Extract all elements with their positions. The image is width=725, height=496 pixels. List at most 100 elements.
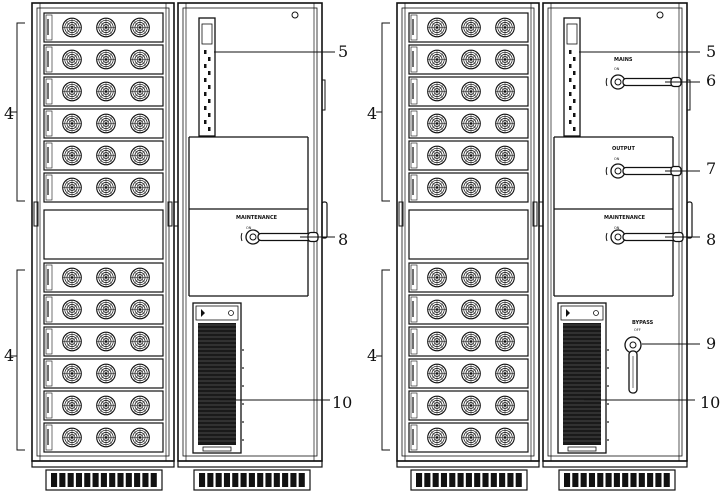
vent-slot <box>655 473 662 487</box>
vent-slot <box>597 473 604 487</box>
fan-icon <box>495 331 515 352</box>
vent-slot <box>465 473 472 487</box>
callout-10-left: 10 <box>332 393 352 412</box>
module-handle <box>45 46 53 73</box>
base-rail <box>31 460 175 468</box>
vent-slot <box>499 473 506 487</box>
fan-icon <box>130 427 150 448</box>
fan-icon <box>96 427 116 448</box>
maintenance-switch-icon <box>605 229 684 245</box>
power-module <box>408 140 529 171</box>
vent-slot <box>265 473 272 487</box>
vent-slot <box>432 473 439 487</box>
callout-5-right: 5 <box>706 42 716 61</box>
vent-slot <box>457 473 464 487</box>
module-handle <box>410 174 418 201</box>
module-group-bracket-lower <box>16 269 25 451</box>
fan-icon <box>130 331 150 352</box>
vent-slot <box>572 473 579 487</box>
power-module <box>43 140 164 171</box>
fan-icon <box>130 17 150 38</box>
fan-icon <box>495 113 515 134</box>
base-rail <box>177 460 323 468</box>
vent-slot <box>630 473 637 487</box>
module-handle <box>45 264 53 291</box>
module-handle <box>410 264 418 291</box>
vent-slot <box>515 473 522 487</box>
module-handle <box>45 78 53 105</box>
power-module <box>43 76 164 107</box>
vent-slot <box>240 473 247 487</box>
module-handle <box>45 360 53 387</box>
fan-icon <box>62 331 82 352</box>
power-module <box>408 390 529 421</box>
warning-icon <box>566 309 570 317</box>
callout-4-upper-left: 4 <box>4 104 14 123</box>
fan-icon <box>62 427 82 448</box>
vent-slot <box>290 473 297 487</box>
vent-slot <box>134 473 141 487</box>
fan-icon <box>495 81 515 102</box>
module-handle <box>45 174 53 201</box>
fan-icon <box>130 49 150 70</box>
module-handle <box>45 142 53 169</box>
module-handle <box>410 14 418 41</box>
fan-icon <box>62 395 82 416</box>
fan-icon <box>62 49 82 70</box>
blank-panel <box>43 209 164 260</box>
fan-icon <box>427 49 447 70</box>
vent-slot <box>416 473 423 487</box>
vent-slot <box>92 473 99 487</box>
vent-slot <box>117 473 124 487</box>
fan-icon <box>427 17 447 38</box>
callout-4-lower-right: 4 <box>367 346 377 365</box>
vent-slot <box>482 473 489 487</box>
module-handle <box>410 142 418 169</box>
fan-icon <box>62 81 82 102</box>
vent-slot <box>424 473 431 487</box>
vent-slot <box>282 473 289 487</box>
module-group-bracket-upper <box>16 22 25 202</box>
module-handle <box>410 110 418 137</box>
fan-icon <box>96 363 116 384</box>
switch-captions: MAINTENANCE MAINS OUTPUT MAINTENANCE BYP… <box>236 57 654 332</box>
callout-6-right: 6 <box>706 71 716 90</box>
vent-slot <box>580 473 587 487</box>
vent-slot <box>207 473 214 487</box>
fan-icon <box>62 17 82 38</box>
battery-grille <box>192 302 244 454</box>
vent-slot <box>232 473 239 487</box>
bypass-switch-icon <box>624 336 642 394</box>
base-vent <box>410 469 528 491</box>
fan-icon <box>461 145 481 166</box>
vent-slot <box>125 473 132 487</box>
vent-slot <box>257 473 264 487</box>
vent-slot <box>59 473 66 487</box>
module-group-bracket-upper <box>381 22 390 202</box>
fan-icon <box>96 17 116 38</box>
vent-slot <box>588 473 596 487</box>
power-module <box>43 44 164 75</box>
power-module <box>408 44 529 75</box>
output-on-right: ON <box>614 157 620 161</box>
fan-icon <box>461 395 481 416</box>
door-hinge <box>173 201 179 227</box>
power-module <box>408 294 529 325</box>
battery-grille <box>557 302 609 454</box>
fan-icon <box>62 267 82 288</box>
maintenance-on-right: ON <box>614 226 620 230</box>
fan-icon <box>130 395 150 416</box>
vent-slot <box>605 473 612 487</box>
vent-slot <box>663 473 670 487</box>
fan-icon <box>495 395 515 416</box>
callout-4-upper-right: 4 <box>367 104 377 123</box>
fan-icon <box>96 113 116 134</box>
maintenance-on-left: ON <box>246 226 252 230</box>
base-vent <box>558 469 676 491</box>
vent-slot <box>215 473 222 487</box>
fan-icon <box>96 177 116 198</box>
maintenance-label-right: MAINTENANCE <box>604 215 646 221</box>
vent-slot <box>67 473 74 487</box>
fan-icon <box>495 177 515 198</box>
